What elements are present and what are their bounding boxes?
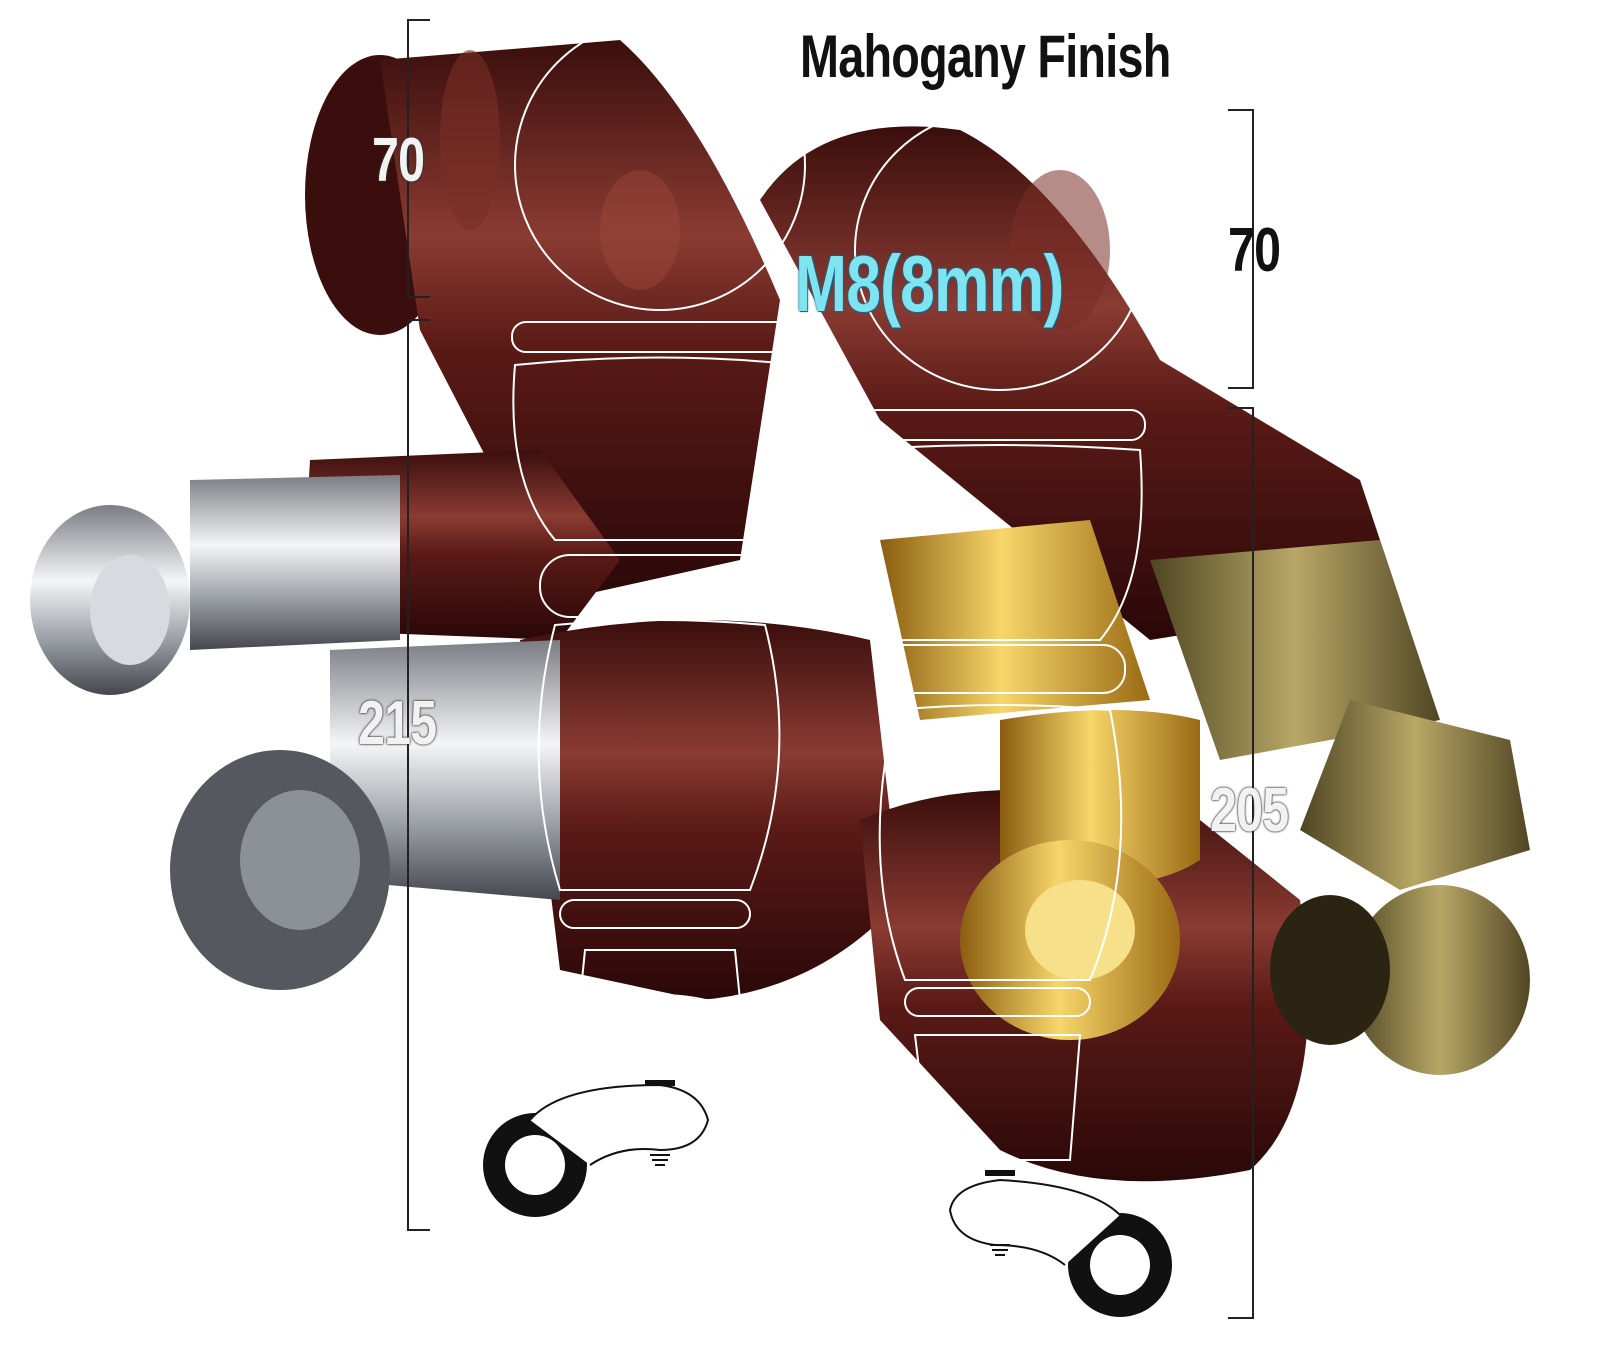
caster-wheel-drawing-left [483,1080,710,1217]
thread-size-label: M8(8mm) [795,239,1064,328]
brass-caster [880,520,1200,1040]
dimension-label-right-height: 205 [1210,776,1289,845]
dimension-bracket-right [1228,109,1254,1319]
wooden-leg-middle-left [30,450,620,695]
leg-profile-outline-right [854,109,1146,1161]
wooden-leg-upper-right [760,126,1400,640]
dimension-label-left-height: 215 [358,689,437,758]
dimension-label-left-top: 70 [372,126,425,195]
leg-profile-outline-left [511,19,807,1076]
antique-brass-caster [1150,540,1530,1075]
wooden-leg-center [170,620,900,1000]
wooden-leg-upper-left [305,40,780,600]
caster-wheel-drawing-right [948,1170,1172,1317]
dimension-label-right-top: 70 [1228,216,1281,285]
dimension-bracket-left [407,19,430,1231]
product-title: Mahogany Finish [800,23,1171,90]
